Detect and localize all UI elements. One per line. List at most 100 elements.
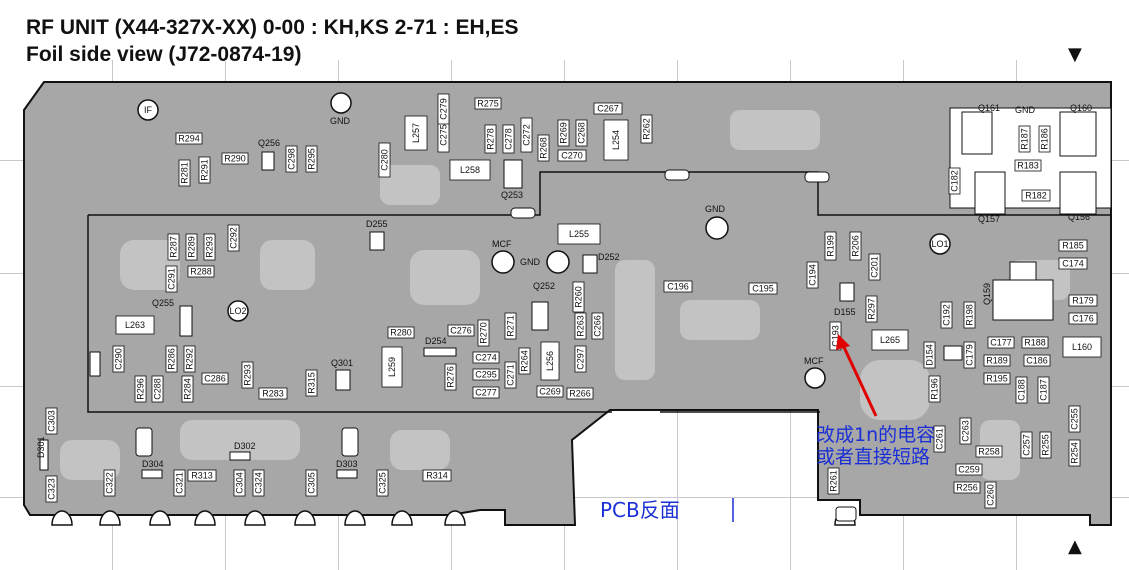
component-r315: R315: [305, 369, 318, 397]
component-l263: L263: [115, 315, 155, 335]
svg-text:C269: C269: [539, 387, 561, 397]
svg-text:R296: R296: [136, 378, 146, 400]
svg-text:R266: R266: [569, 389, 591, 399]
svg-text:C179: C179: [965, 344, 975, 366]
component-c278: C278: [502, 124, 515, 154]
component-c192: C192: [940, 301, 953, 329]
component-c286: C286: [201, 372, 229, 385]
svg-text:R271: R271: [506, 315, 516, 337]
component-c274: C274: [472, 351, 500, 364]
component-l255: L255: [557, 223, 601, 245]
svg-text:R293: R293: [205, 236, 215, 258]
svg-text:R289: R289: [187, 236, 197, 258]
svg-text:L257: L257: [411, 123, 421, 143]
component-r313: R313: [187, 469, 217, 482]
component-c321: C321: [173, 469, 186, 497]
svg-text:R278: R278: [486, 128, 496, 150]
component-r195: R195: [983, 372, 1011, 385]
svg-text:C196: C196: [667, 282, 689, 292]
semiconductor-marks: [39, 111, 1097, 479]
svg-text:C321: C321: [175, 472, 185, 494]
component-c187: C187: [1037, 376, 1050, 404]
svg-text:R276: R276: [446, 366, 456, 388]
component-r290: R290: [221, 152, 249, 165]
svg-text:R315: R315: [307, 372, 317, 394]
component-c298: C298: [285, 145, 298, 173]
component-r289: R289: [185, 233, 198, 261]
component-c292: C292: [227, 224, 240, 252]
component-r182: R182: [1021, 189, 1051, 202]
component-l160: L160: [1062, 336, 1102, 358]
component-r183: R183: [1014, 159, 1042, 172]
component-r294: R294: [175, 132, 203, 145]
label-q252: Q252: [533, 281, 555, 291]
label-q157: Q157: [978, 214, 1000, 224]
triangle-up-icon: ▲: [1068, 536, 1082, 557]
component-c276: C276: [447, 324, 475, 337]
svg-text:C201: C201: [870, 256, 880, 278]
svg-text:R254: R254: [1070, 442, 1080, 464]
svg-text:C291: C291: [167, 268, 177, 290]
svg-text:L265: L265: [880, 335, 900, 345]
label-q301: Q301: [331, 358, 353, 368]
component-r275: R275: [474, 97, 502, 110]
svg-text:R270: R270: [479, 322, 489, 344]
component-c267: C267: [593, 102, 623, 115]
component-r185: R185: [1058, 239, 1088, 252]
label-q159: Q159: [982, 283, 992, 305]
svg-text:C305: C305: [307, 472, 317, 494]
component-r281: R281: [178, 159, 191, 187]
svg-text:R295: R295: [307, 148, 317, 170]
component-c257: C257: [1020, 431, 1033, 459]
svg-text:R189: R189: [986, 356, 1008, 366]
svg-text:R255: R255: [1041, 434, 1051, 456]
component-c325: C325: [376, 469, 389, 497]
component-c269: C269: [536, 385, 564, 398]
svg-text:C260: C260: [986, 484, 996, 506]
svg-text:R260: R260: [574, 286, 584, 308]
svg-text:R183: R183: [1017, 161, 1039, 171]
component-l257: L257: [404, 115, 428, 151]
svg-text:R292: R292: [185, 348, 195, 370]
component-c255: C255: [1068, 405, 1081, 433]
svg-text:C194: C194: [808, 264, 818, 286]
svg-text:R314: R314: [426, 471, 448, 481]
label-d155: D155: [834, 307, 856, 317]
svg-text:R198: R198: [965, 304, 975, 326]
component-r254: R254: [1068, 439, 1081, 467]
component-r186: R186: [1038, 125, 1051, 153]
component-r297: R297: [865, 295, 878, 323]
component-c174: C174: [1058, 257, 1088, 270]
component-c266: C266: [591, 312, 604, 340]
svg-text:C303: C303: [47, 410, 57, 432]
svg-text:R269: R269: [559, 122, 569, 144]
svg-text:R179: R179: [1072, 296, 1094, 306]
component-r280: R280: [387, 326, 415, 339]
svg-text:C263: C263: [961, 420, 971, 442]
component-r293: R293: [241, 361, 254, 389]
board-outline: [23, 81, 1112, 526]
svg-text:C177: C177: [990, 338, 1012, 348]
svg-text:R283: R283: [262, 389, 284, 399]
annotation-line-2: 或者直接短路: [816, 446, 931, 468]
component-c290: C290: [112, 345, 125, 373]
component-c195: C195: [748, 282, 778, 295]
component-l256: L256: [540, 341, 560, 381]
svg-text:C266: C266: [593, 315, 603, 337]
svg-text:L259: L259: [387, 357, 397, 377]
svg-text:C325: C325: [378, 472, 388, 494]
svg-text:R294: R294: [178, 134, 200, 144]
label-gnd: GND: [1015, 105, 1036, 115]
svg-text:C295: C295: [475, 370, 497, 380]
component-c291: C291: [165, 265, 178, 293]
component-r268: R268: [537, 134, 550, 162]
svg-text:C259: C259: [958, 465, 980, 475]
component-r255: R255: [1039, 431, 1052, 459]
svg-text:C195: C195: [752, 284, 774, 294]
component-r198: R198: [963, 301, 976, 329]
svg-text:C322: C322: [105, 472, 115, 494]
component-r314: R314: [422, 469, 452, 482]
svg-text:C176: C176: [1072, 314, 1094, 324]
svg-text:C298: C298: [287, 148, 297, 170]
